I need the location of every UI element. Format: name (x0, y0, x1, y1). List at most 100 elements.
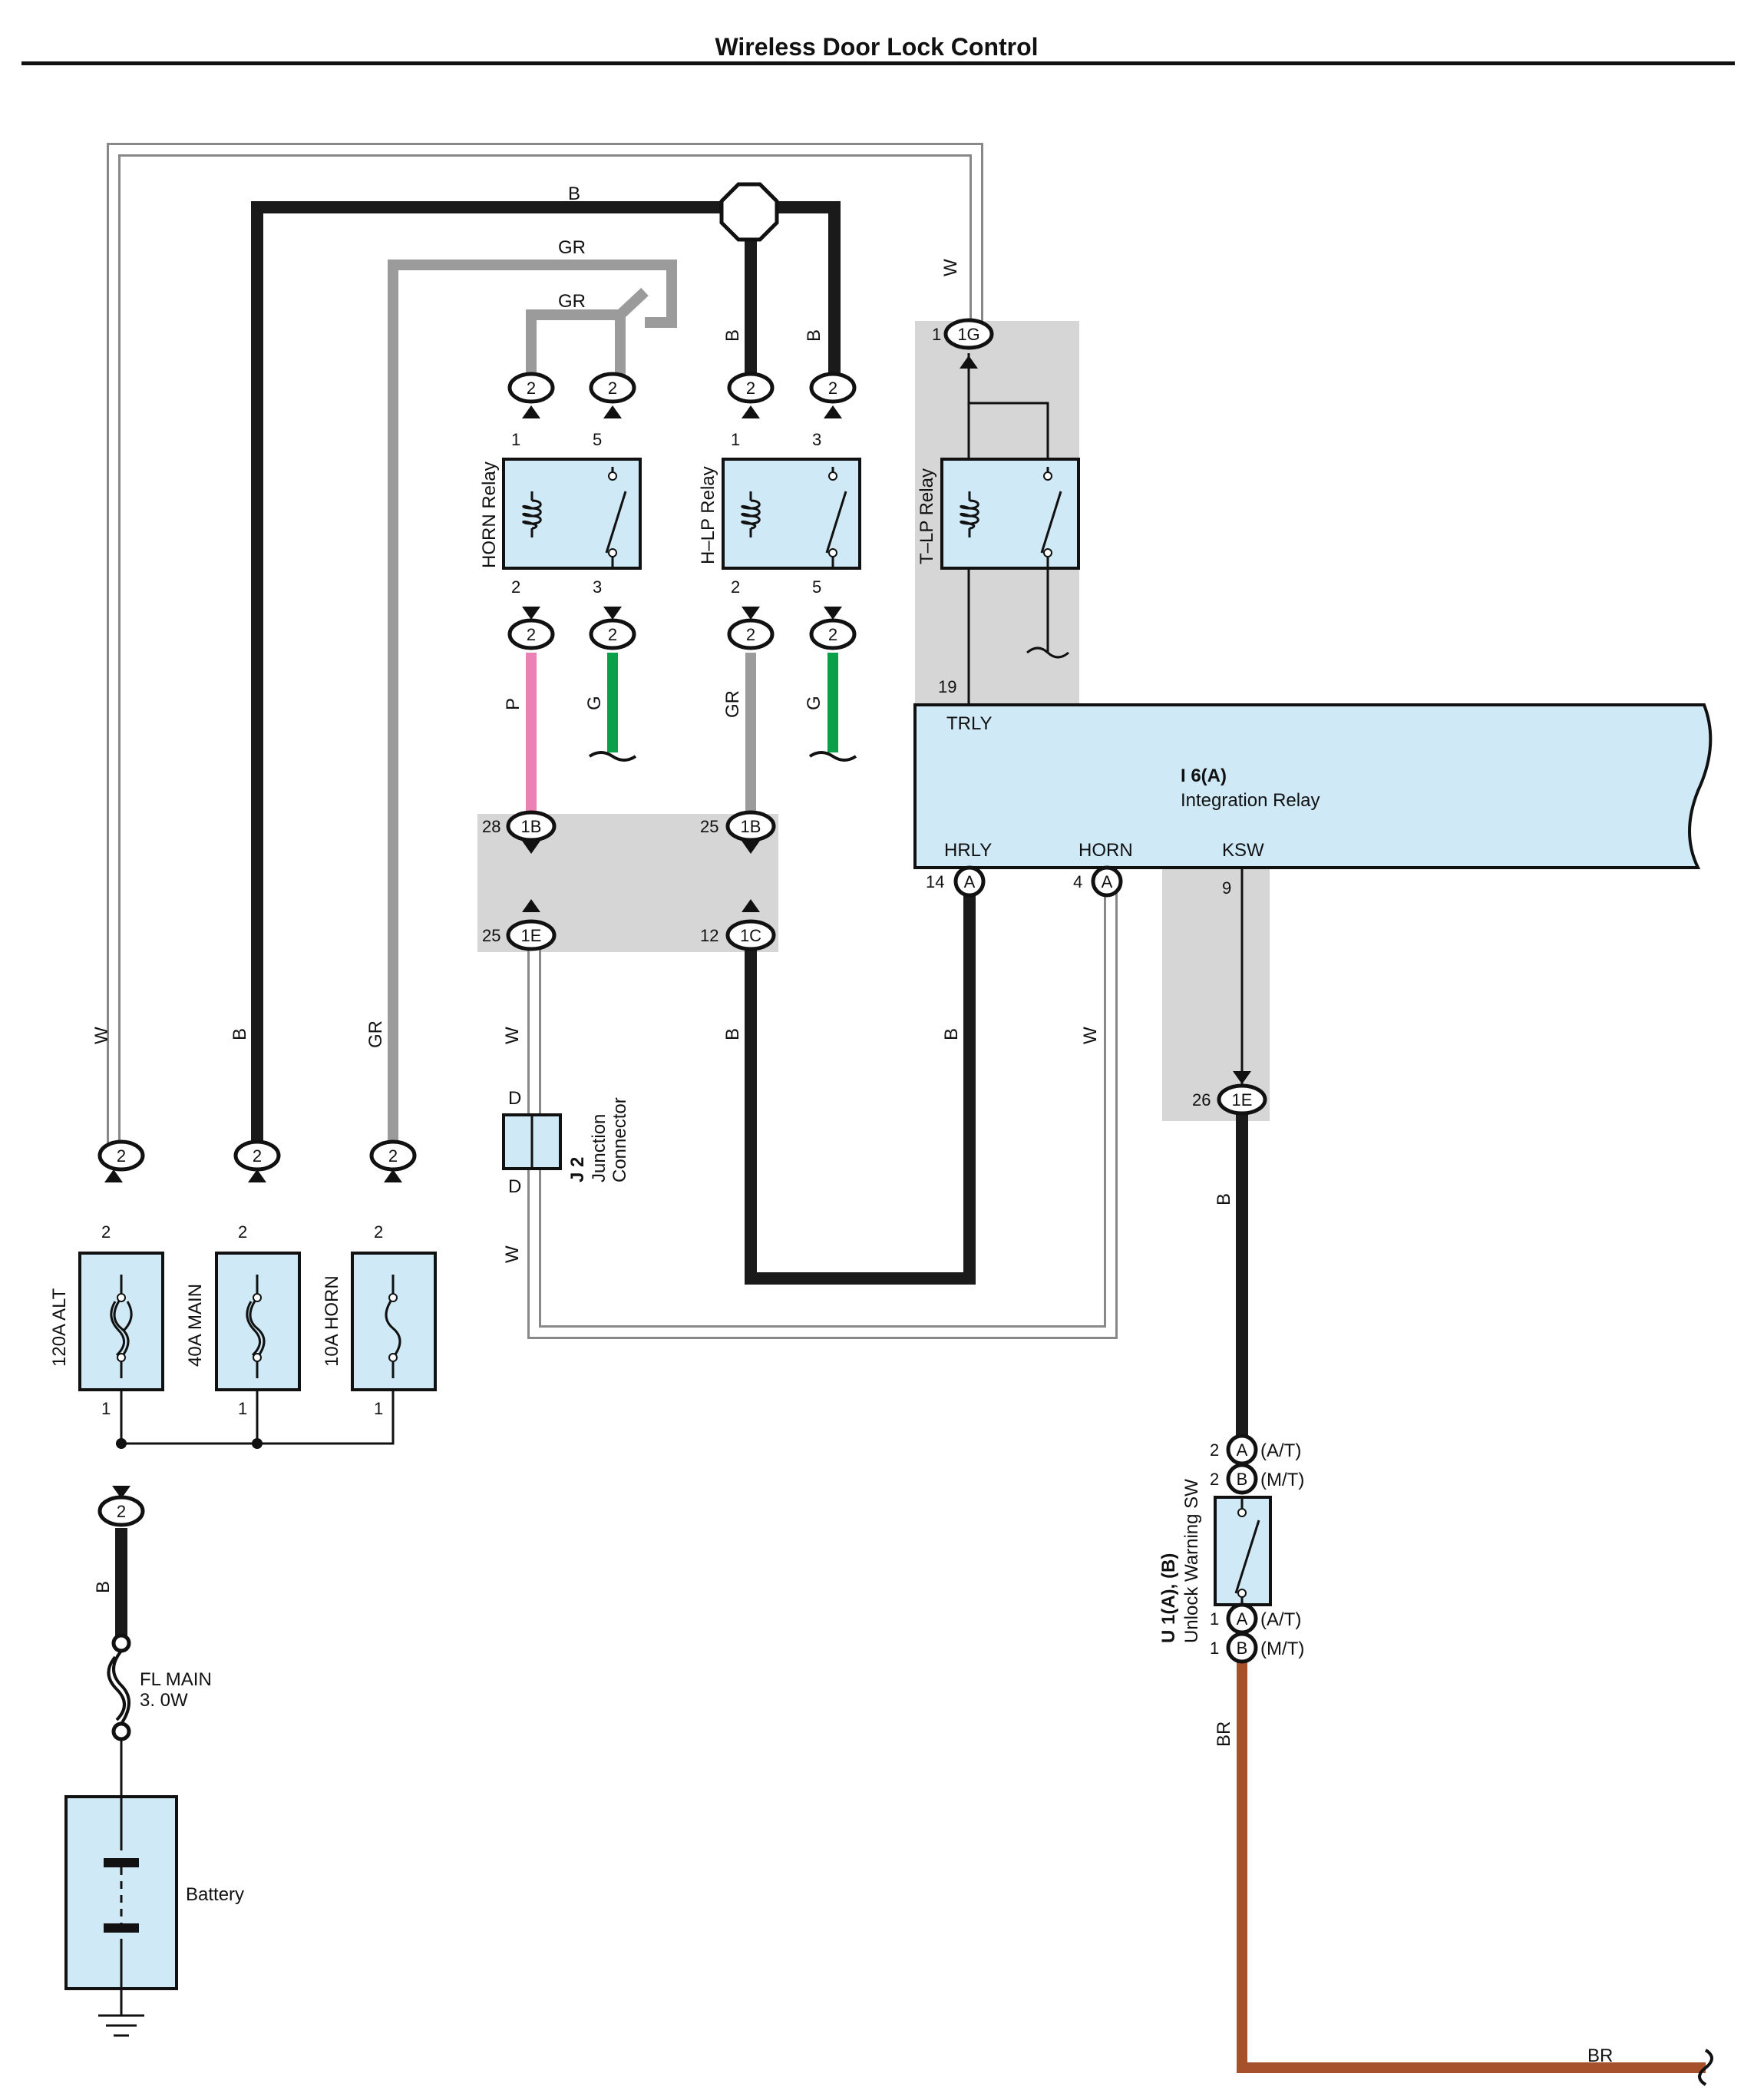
tlp-relay-label: T–LP Relay (917, 468, 937, 564)
wire-label-b: B (1214, 1193, 1234, 1205)
connector-a-hrly: A (953, 865, 986, 898)
svg-text:1C: 1C (740, 926, 761, 945)
shade-ksw (1162, 860, 1270, 1121)
svg-text:1B: 1B (521, 817, 542, 836)
svg-text:A: A (1237, 1440, 1248, 1460)
pin-number: 1 (101, 1399, 111, 1418)
wire-label-gr: GR (365, 1020, 386, 1048)
connector-c2: 2 (97, 1139, 145, 1172)
pin-number: 3 (812, 430, 821, 449)
wire-b-main-top (251, 201, 841, 1144)
wire-label-b: B (568, 184, 580, 204)
pin-number: 1 (511, 430, 520, 449)
connector-1c: 1C (725, 919, 776, 951)
title-rule (21, 61, 1735, 65)
connector-b-sw-top: B (1226, 1463, 1258, 1495)
svg-text:2: 2 (608, 379, 617, 398)
wire-gr-fuse-horn (388, 260, 677, 1144)
wire-label-b: B (93, 1581, 114, 1593)
svg-text:B: B (1237, 1639, 1248, 1658)
connector-c2: 2 (233, 1139, 281, 1172)
wire-end-hlp-g (808, 751, 857, 762)
wire-label-b: B (722, 1028, 743, 1040)
wire-label-p: P (503, 698, 524, 710)
wire-label-br: BR (1214, 1721, 1234, 1747)
svg-text:A: A (964, 872, 976, 891)
svg-text:1E: 1E (1232, 1090, 1253, 1110)
pin-number: 2 (101, 1222, 111, 1242)
pin-number: 2 (731, 577, 740, 597)
fusible-link-rating: 3. 0W (140, 1690, 188, 1711)
wire-label-gr: GR (722, 690, 743, 718)
connector-c2: 2 (809, 372, 857, 404)
pin-number: 28 (482, 817, 500, 836)
connector-c2: 2 (589, 372, 636, 404)
svg-text:2: 2 (117, 1502, 126, 1521)
connector-c2: 2 (97, 1495, 145, 1527)
connector-c2: 2 (507, 618, 555, 650)
variant-label: (A/T) (1260, 1440, 1301, 1461)
junction-id: J 2 (567, 1157, 588, 1182)
junction-pin-d: D (508, 1088, 521, 1109)
fusible-link-label: FL MAIN (140, 1669, 212, 1690)
wire-label-b: B (722, 329, 743, 342)
junction-pin-d: D (508, 1176, 521, 1197)
variant-label: (M/T) (1260, 1639, 1304, 1659)
unlock-sw-id: U 1(A), (B) (1158, 1553, 1179, 1643)
connector-c2: 2 (589, 618, 636, 650)
junction-name: Junction (589, 1114, 609, 1182)
bus-node-2 (116, 1438, 127, 1449)
pin-number: 25 (700, 817, 718, 836)
fuse-40a-main (215, 1252, 301, 1391)
wire-label-w: W (91, 1027, 112, 1044)
pin-number: 2 (1210, 1470, 1219, 1489)
pin-number: 2 (238, 1222, 247, 1242)
fuse-label: 10A HORN (322, 1275, 342, 1367)
pin-number: 25 (482, 926, 500, 945)
terminal-horn: HORN (1078, 840, 1133, 861)
connector-a-sw-top: A (1226, 1434, 1258, 1466)
battery (64, 1795, 178, 2037)
pin-number: 5 (593, 430, 602, 449)
fuse-label: 120A ALT (49, 1288, 70, 1367)
wire-label-g: G (584, 696, 605, 710)
pin-number: 4 (1073, 872, 1082, 891)
pin-number: 5 (812, 577, 821, 597)
terminal-hrly: HRLY (944, 840, 992, 861)
pin-number: 1 (1210, 1639, 1219, 1658)
wire-label-gr: GR (558, 237, 586, 258)
connector-a-sw-bot: A (1226, 1602, 1258, 1635)
svg-text:2: 2 (527, 625, 536, 644)
pin-number: 2 (1210, 1440, 1219, 1460)
splice-octagon (719, 182, 779, 242)
horn-relay (502, 458, 642, 570)
connector-1b-horn: 1B (506, 810, 557, 842)
svg-text:1G: 1G (957, 325, 979, 344)
page-title: Wireless Door Lock Control (715, 33, 1038, 61)
svg-text:2: 2 (527, 379, 536, 398)
wire-gr-horn-relay (526, 287, 649, 384)
fuse-120a-alt (78, 1252, 164, 1391)
wire-label-w: W (502, 1245, 523, 1263)
connector-c2: 2 (727, 618, 775, 650)
pin-number: 19 (938, 677, 956, 696)
pin-number: 1 (1210, 1609, 1219, 1629)
svg-text:2: 2 (388, 1146, 398, 1166)
unlock-warning-switch (1214, 1496, 1272, 1606)
svg-text:2: 2 (746, 625, 755, 644)
connector-b-sw-bot: B (1226, 1632, 1258, 1664)
wire-end-horn-g (588, 751, 637, 762)
pin-number: 1 (374, 1399, 383, 1418)
wire-label-g: G (804, 696, 824, 710)
svg-text:1E: 1E (521, 926, 542, 945)
svg-text:B: B (1237, 1470, 1248, 1489)
svg-text:2: 2 (253, 1146, 262, 1166)
hlp-relay (722, 458, 861, 570)
white-wire-top-loop (107, 143, 983, 1144)
svg-text:2: 2 (608, 625, 617, 644)
pin-number: 2 (374, 1222, 383, 1242)
pin-number: 14 (926, 872, 944, 891)
svg-text:2: 2 (828, 379, 837, 398)
junction-name: Connector (609, 1097, 630, 1182)
pin-number: 2 (511, 577, 520, 597)
